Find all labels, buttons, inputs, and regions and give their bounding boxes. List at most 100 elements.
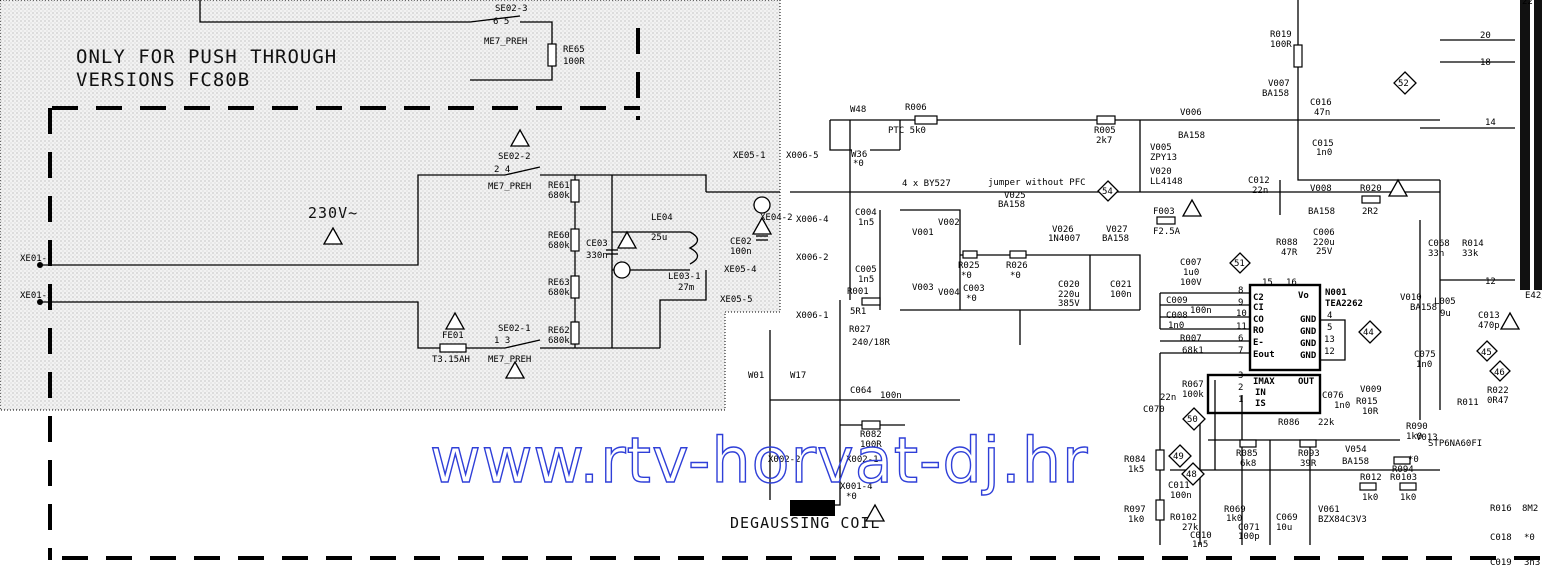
r085-label: R085 [1236, 449, 1258, 459]
c064-label: C064 [850, 386, 872, 396]
tag44-label: 44 [1363, 328, 1374, 338]
c064v-label: 100n [880, 391, 902, 401]
degaussing-label: DEGAUSSING COIL [730, 514, 880, 532]
c020v2-label: 385V [1058, 299, 1080, 309]
r027-label: R027 [849, 325, 871, 335]
c006-label: C006 [1313, 228, 1335, 238]
r088-label: R088 [1276, 238, 1298, 248]
v061v-label: BZX84C3V3 [1318, 515, 1367, 525]
v027-label: V027 [1106, 225, 1128, 235]
v025v-label: BA158 [998, 200, 1025, 210]
p-gnd-label: GND [1300, 315, 1317, 325]
x0064-label: X006-4 [796, 215, 829, 225]
w36v-label: *0 [853, 159, 864, 169]
r011-label: R011 [1457, 398, 1479, 408]
v010v-label: BA158 [1410, 303, 1437, 313]
r025v-label: *0 [961, 271, 972, 281]
re60v-label: 680k [548, 241, 570, 251]
xe054-label: XE05-4 [724, 265, 757, 275]
le04v-label: 25u [651, 233, 667, 243]
l005v-label: 9u [1440, 309, 1451, 319]
r067-label: R067 [1182, 380, 1204, 390]
p-c2-label: C2 [1253, 293, 1264, 303]
c010v-label: 1n5 [1192, 540, 1208, 550]
mains-voltage-label: 230V~ [308, 204, 358, 222]
r069-label: R069 [1224, 505, 1246, 515]
c019-label: C019 [1490, 558, 1512, 568]
r090v-label: 1k0 [1406, 432, 1422, 442]
w48-label: W48 [850, 105, 866, 115]
v013v-label: STP6NA60FI [1428, 439, 1482, 449]
r012-label: R012 [1360, 473, 1382, 483]
pin16-label: 16 [1286, 278, 1297, 288]
c015v-label: 1n0 [1316, 148, 1332, 158]
n001-label: N001 [1325, 288, 1347, 298]
pin1-label: 1 [1238, 395, 1243, 405]
v005-label: V005 [1150, 143, 1172, 153]
v054v-label: BA158 [1342, 457, 1369, 467]
c009v-label: 100n [1190, 306, 1212, 316]
v007-label: V007 [1268, 79, 1290, 89]
c004v-label: 1n5 [858, 218, 874, 228]
se021-type-label: ME7_PREH [488, 355, 531, 365]
re65-label: RE65 [563, 45, 585, 55]
tag45-label: 45 [1481, 348, 1492, 358]
x0014v-label: *0 [846, 492, 857, 502]
c004-label: C004 [855, 208, 877, 218]
v007v-label: BA158 [1262, 89, 1289, 99]
p-e-label: E- [1253, 338, 1264, 348]
c012v-label: 22n [1252, 186, 1268, 196]
xe055-label: XE05-5 [720, 295, 753, 305]
p-is-label: IS [1255, 399, 1266, 409]
watermark-url[interactable]: www.rtv-horvat-dj.hr [429, 423, 1089, 497]
r086v-label: 22k [1318, 418, 1335, 428]
v008-label: V008 [1310, 184, 1332, 194]
c013v-label: 470p [1478, 321, 1500, 331]
pin18-label: 18 [1480, 58, 1491, 68]
tag49-label: 49 [1173, 452, 1184, 462]
c075v-label: 1n0 [1416, 360, 1432, 370]
r0103v-label: 1k0 [1400, 493, 1416, 503]
se023-pins-label: 6 5 [493, 17, 509, 27]
r005v-label: 2k7 [1096, 136, 1112, 146]
r0102v-label: 27k [1182, 523, 1199, 533]
pin9-label: 9 [1238, 298, 1243, 308]
f003-label: F003 [1153, 207, 1175, 217]
pin4-label: 4 [1327, 311, 1332, 321]
v020v-label: LL4148 [1150, 177, 1183, 187]
re65v-label: 100R [563, 57, 585, 67]
c071v-label: 100p [1238, 532, 1260, 542]
pin8-label: 8 [1238, 286, 1243, 296]
re62-label: RE62 [548, 326, 570, 336]
x0021-label: X002-1 [846, 455, 879, 465]
le031-label: LE03-1 [668, 272, 701, 282]
pin6-label: 6 [1238, 334, 1243, 344]
c006v2-label: 25V [1316, 247, 1333, 257]
r022v-label: 0R47 [1487, 396, 1509, 406]
r025-label: R025 [958, 261, 980, 271]
c070-label: C070 [1143, 405, 1165, 415]
le031v-label: 27m [678, 283, 694, 293]
p-vo-label: Vo [1298, 291, 1309, 301]
p-gnd-label: GND [1300, 327, 1317, 337]
x0022-label: X002-2 [768, 455, 801, 465]
c011v-label: 100n [1170, 491, 1192, 501]
r0103-label: R0103 [1390, 473, 1417, 483]
c003v-label: *0 [966, 294, 977, 304]
r097-label: R097 [1124, 505, 1146, 515]
re60-label: RE60 [548, 231, 570, 241]
xe012-label: XE01-2 [20, 291, 53, 301]
r0102-label: R0102 [1170, 513, 1197, 523]
c015-label: C015 [1312, 139, 1334, 149]
c013-label: C013 [1478, 311, 1500, 321]
v001-label: V001 [912, 228, 934, 238]
c006v1-label: 220u [1313, 238, 1335, 248]
v061-label: V061 [1318, 505, 1340, 515]
le04-label: LE04 [651, 213, 673, 223]
w17-label: W17 [790, 371, 806, 381]
re62v-label: 680k [548, 336, 570, 346]
e42-label: E42/20S [1525, 291, 1542, 301]
se021-pins-label: 1 3 [494, 336, 510, 346]
r001v-label: 5R1 [850, 307, 866, 317]
